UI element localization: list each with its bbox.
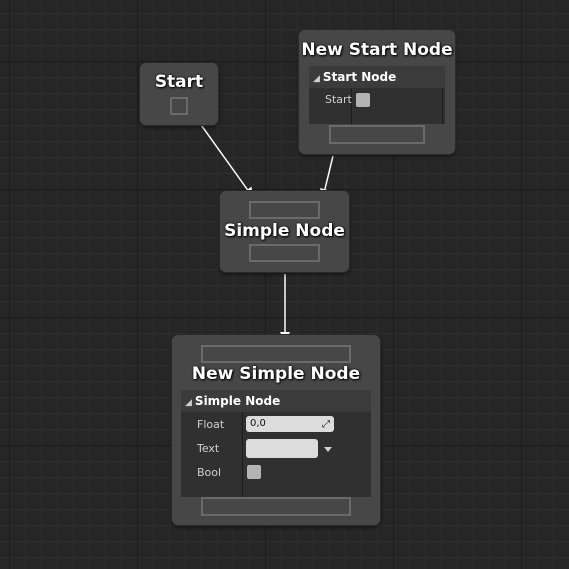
bool-checkbox[interactable] [247, 465, 261, 479]
collapse-icon[interactable]: ◢ [313, 74, 320, 84]
simple-input-pin[interactable] [249, 201, 320, 219]
wire-start-to-simple[interactable] [198, 121, 254, 198]
simple-node-title: Simple Node [224, 221, 345, 241]
start-node-section-header[interactable]: ◢Start Node [309, 66, 445, 88]
float-input[interactable]: 0,0 ⤢ [246, 416, 334, 432]
new-simple-output-pin[interactable] [201, 497, 351, 516]
start-node-section-label: Start Node [322, 70, 397, 84]
simple-output-pin[interactable] [249, 244, 320, 262]
start-checkbox[interactable] [356, 93, 370, 107]
float-value: 0,0 [250, 418, 266, 429]
diagonal-drag-icon[interactable]: ⤢ [322, 419, 330, 430]
collapse-icon[interactable]: ◢ [185, 398, 192, 408]
start-property-label: Start [325, 93, 352, 106]
wire-new-start-to-simple[interactable] [320, 155, 334, 199]
start-output-pin[interactable] [170, 97, 188, 115]
new-start-node[interactable]: New Start Node ◢Start Node Start [299, 30, 455, 154]
simple-node[interactable]: Simple Node [220, 191, 349, 272]
float-property-label: Float [197, 418, 225, 431]
new-simple-input-pin[interactable] [201, 345, 351, 363]
chevron-down-icon[interactable] [324, 447, 332, 452]
column-divider [242, 412, 243, 497]
new-start-node-title: New Start Node [301, 40, 453, 60]
simple-node-section-label: Simple Node [194, 394, 281, 408]
text-property-label: Text [197, 442, 220, 455]
bool-property-label: Bool [197, 466, 222, 479]
new-simple-details-panel: ◢Simple Node Float 0,0 ⤢ Text Bool [181, 390, 371, 497]
new-simple-node[interactable]: New Simple Node ◢Simple Node Float 0,0 ⤢… [172, 335, 380, 525]
text-input[interactable] [246, 439, 318, 458]
simple-node-section-header[interactable]: ◢Simple Node [181, 390, 371, 412]
start-node[interactable]: Start [140, 63, 218, 125]
start-node-title: Start [154, 72, 204, 92]
new-start-output-pin[interactable] [329, 125, 425, 144]
column-divider [351, 88, 352, 124]
new-start-details-panel: ◢Start Node Start [309, 66, 445, 124]
new-simple-node-title: New Simple Node [191, 364, 361, 384]
panel-right-divider [442, 88, 443, 124]
